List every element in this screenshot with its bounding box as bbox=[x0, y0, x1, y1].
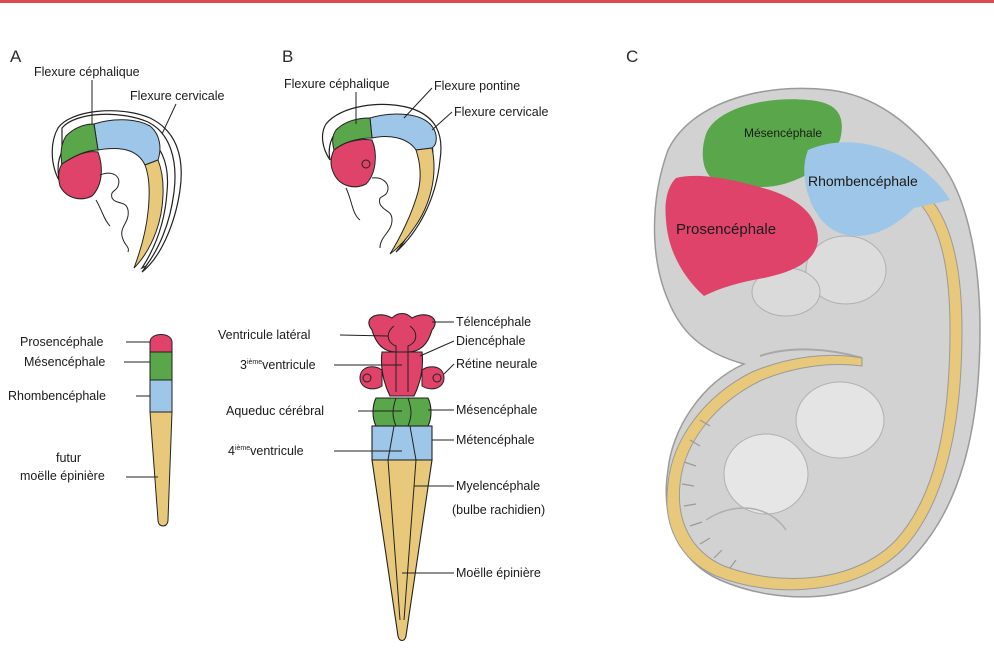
b-telencephale-label: Télencéphale bbox=[456, 315, 531, 329]
panel-label-b: B bbox=[282, 47, 293, 66]
a-futur-label-2: moëlle épinière bbox=[20, 469, 105, 483]
c-rhombencephale-label: Rhombencéphale bbox=[808, 173, 918, 189]
b-flexure-cephalique-label: Flexure céphalique bbox=[284, 77, 390, 91]
b-retine-label: Rétine neurale bbox=[456, 357, 537, 371]
a-rhombencephale-region bbox=[94, 120, 160, 165]
a-col-spinal bbox=[150, 412, 172, 526]
b-flexure-pontine-label: Flexure pontine bbox=[434, 79, 520, 93]
b-diencephale-label: Diencéphale bbox=[456, 334, 526, 348]
top-rule bbox=[0, 0, 994, 3]
panel-b-embryo bbox=[323, 105, 441, 254]
b-myelencephale-label-1: Myelencéphale bbox=[456, 479, 540, 493]
b-spinal-cord-region bbox=[390, 148, 434, 254]
b-fourth-ventricle-label: 4ièmeventricule bbox=[228, 444, 304, 458]
a-col-prosencephale bbox=[150, 335, 172, 353]
panel-label-c: C bbox=[626, 47, 638, 66]
b-telencephale-region bbox=[369, 314, 435, 353]
c-prosencephale-label: Prosencéphale bbox=[676, 221, 776, 238]
panel-label-a: A bbox=[10, 47, 22, 66]
panel-b-brain-vesicles bbox=[360, 314, 444, 641]
b-third-ventricle-label: 3ièmeventricule bbox=[240, 358, 316, 372]
b-myelencephale-label-2: (bulbe rachidien) bbox=[452, 503, 545, 517]
a-futur-label-1: futur bbox=[56, 451, 81, 465]
b-ventricule-lateral-label: Ventricule latéral bbox=[218, 328, 310, 342]
panel-a-column bbox=[150, 335, 172, 527]
a-prosencephale-label: Prosencéphale bbox=[20, 335, 103, 349]
b-metencephale-region bbox=[372, 426, 432, 460]
c-mesencephale-label: Mésencéphale bbox=[744, 126, 822, 140]
b-moelle-label: Moëlle épinière bbox=[456, 566, 541, 580]
b-flexure-cervicale-label: Flexure cervicale bbox=[454, 105, 549, 119]
a-flexure-cervicale-label: Flexure cervicale bbox=[130, 89, 225, 103]
a-col-rhombencephale bbox=[150, 380, 172, 412]
b-mesencephale-region-col bbox=[373, 398, 431, 426]
b-aqueduc-label: Aqueduc cérébral bbox=[226, 404, 324, 418]
b-metencephale-label: Métencéphale bbox=[456, 433, 535, 447]
b-diencephale-region bbox=[381, 352, 422, 396]
b-spinal-region bbox=[372, 460, 432, 641]
panel-a-embryo bbox=[52, 111, 181, 272]
a-mesencephale-label: Mésencéphale bbox=[24, 355, 105, 369]
a-col-mesencephale bbox=[150, 352, 172, 380]
panel-c-embryo bbox=[655, 88, 981, 597]
a-flexure-cephalique-label: Flexure céphalique bbox=[34, 65, 140, 79]
a-rhombencephale-label: Rhombencéphale bbox=[8, 389, 106, 403]
b-mesencephale-label: Mésencéphale bbox=[456, 403, 537, 417]
